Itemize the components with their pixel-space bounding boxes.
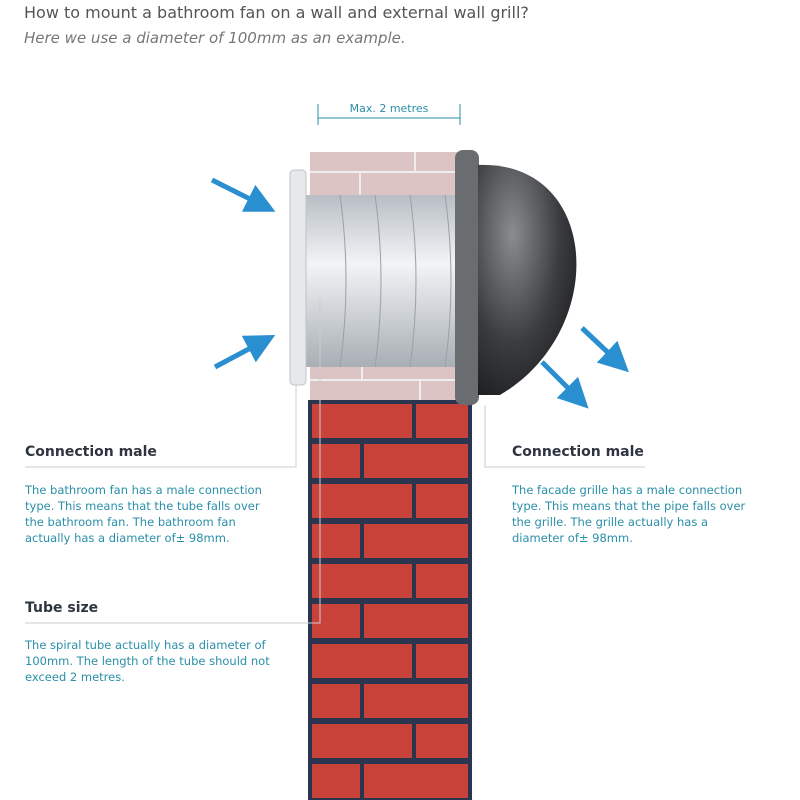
callout-heading-grille: Connection male <box>512 444 644 460</box>
page-subtitle: Here we use a diameter of 100mm as an ex… <box>24 29 406 47</box>
facade-grille <box>455 150 577 405</box>
brick <box>364 764 468 798</box>
brick <box>312 404 412 438</box>
airflow-arrows <box>210 177 629 409</box>
brick <box>364 684 468 718</box>
brick <box>416 644 468 678</box>
wall-section <box>310 152 470 402</box>
brick <box>416 484 468 518</box>
callout-text-tube: The spiral tube actually has a diameter … <box>25 638 270 684</box>
brick <box>364 444 468 478</box>
brick <box>416 404 468 438</box>
page-title: How to mount a bathroom fan on a wall an… <box>24 3 529 22</box>
arrow-in-icon <box>213 334 276 370</box>
brick <box>312 644 412 678</box>
brick <box>312 684 360 718</box>
callout-text-fan: The bathroom fan has a male connection t… <box>25 483 262 545</box>
leader-lines <box>25 300 645 624</box>
brick <box>312 524 360 558</box>
brick <box>312 444 360 478</box>
dimension-line: Max. 2 metres <box>317 102 461 125</box>
arrow-in-icon <box>210 177 276 212</box>
brick <box>312 764 360 798</box>
callout-heading-fan: Connection male <box>25 444 157 460</box>
bathroom-fan <box>289 169 307 386</box>
callout-text-grille: The facade grille has a male connection … <box>512 483 746 545</box>
brick <box>416 564 468 598</box>
callout-heading-tube: Tube size <box>25 600 99 616</box>
brick <box>312 724 412 758</box>
arrow-out-icon <box>580 326 629 373</box>
brick <box>312 484 412 518</box>
dimension-label: Max. 2 metres <box>350 102 429 115</box>
brick-wall <box>308 400 472 800</box>
arrow-out-icon <box>540 360 589 409</box>
brick <box>312 564 412 598</box>
brick <box>416 724 468 758</box>
brick <box>364 604 468 638</box>
brick <box>364 524 468 558</box>
spiral-tube <box>303 194 465 368</box>
brick <box>312 604 360 638</box>
